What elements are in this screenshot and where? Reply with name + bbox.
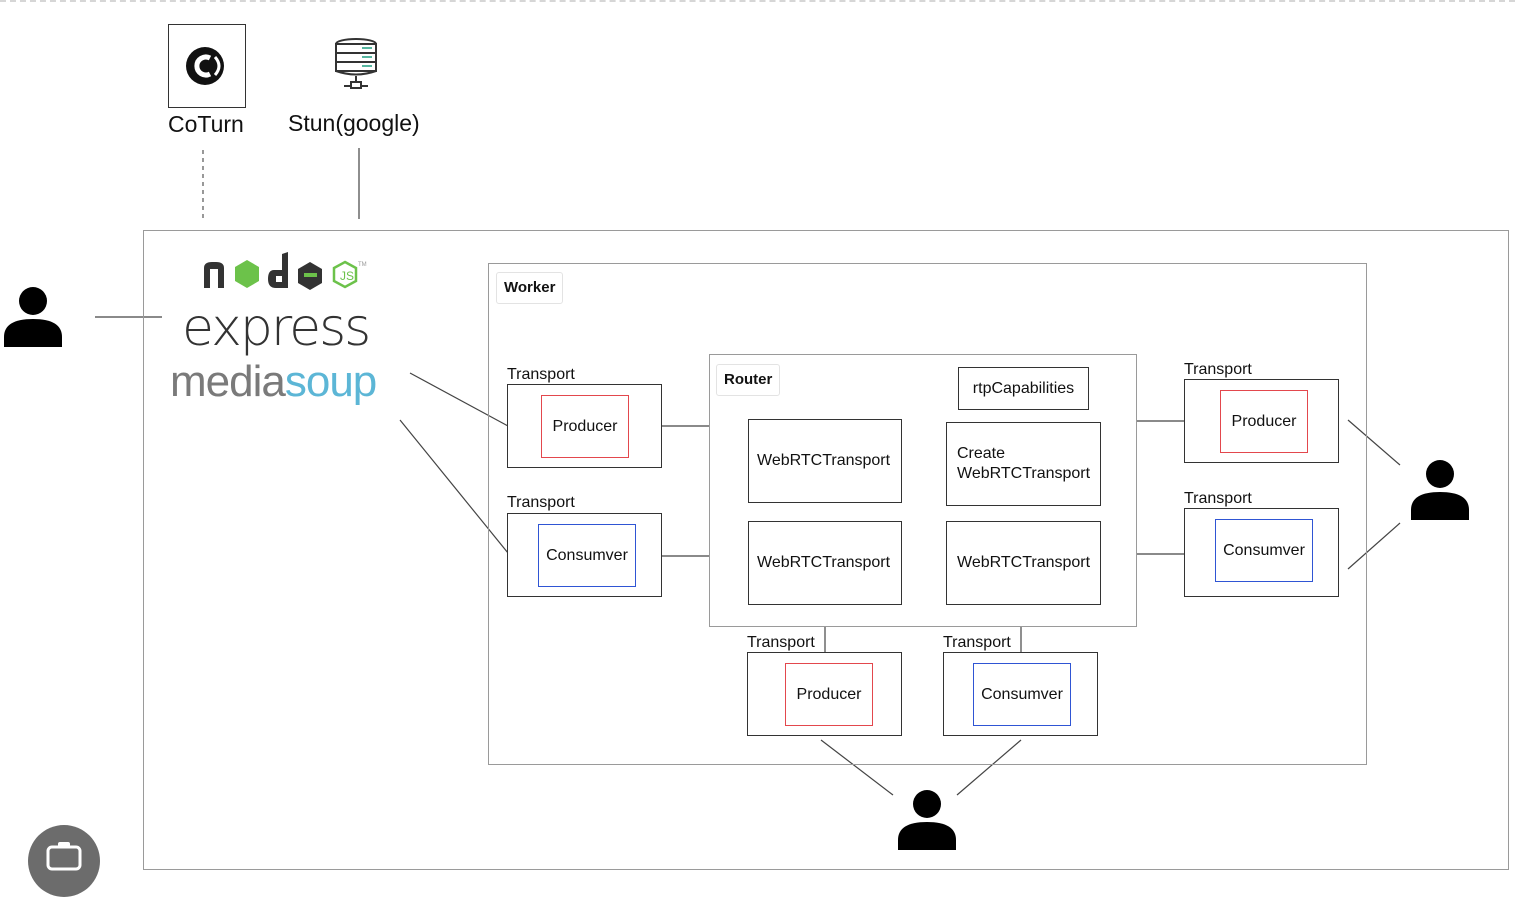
worker-label: Worker: [496, 272, 564, 304]
coturn-logo-icon: [186, 47, 224, 85]
server-consumer-link: [399, 419, 509, 554]
transport-box-bottom-left: Producer: [747, 652, 902, 736]
producer-box: Producer: [785, 663, 873, 726]
create-webrtc-transport-box: Create WebRTCTransport: [946, 422, 1101, 506]
transport-box-left-bottom: Consumver: [507, 513, 662, 597]
webrtc-transport-box: WebRTCTransport: [748, 521, 902, 605]
camera-button[interactable]: [28, 825, 100, 897]
producer-box: Producer: [541, 395, 629, 458]
camera-icon: [46, 842, 82, 871]
transport-label: Transport: [747, 634, 815, 651]
user-icon: [897, 788, 957, 852]
express-logo: express: [182, 298, 371, 358]
br-user-link: [956, 739, 1022, 796]
rb-user-link: [1347, 522, 1401, 570]
transport-label: Transport: [1184, 490, 1252, 507]
svg-text:JS: JS: [340, 269, 354, 283]
stun-label: Stun(google): [288, 110, 420, 136]
transport-label: Transport: [1184, 361, 1252, 378]
coturn-label: CoTurn: [168, 111, 244, 137]
webrtc-transport-box: WebRTCTransport: [946, 521, 1101, 605]
server-icon: [330, 36, 382, 92]
rtp-capabilities-box: rtpCapabilities: [958, 367, 1089, 410]
router-label: Router: [716, 364, 781, 396]
router-container: [709, 354, 1137, 627]
consumer-box: Consumver: [973, 663, 1071, 726]
mediasoup-logo: mediasoup: [170, 357, 377, 406]
user-icon: [1410, 458, 1470, 522]
transport-label: Transport: [507, 366, 575, 383]
connector-lines: [95, 148, 1401, 796]
transport-box-right-top: Producer: [1184, 379, 1339, 463]
user-icon: [3, 285, 63, 349]
consumer-box: Consumver: [1215, 519, 1313, 582]
rt-user-link: [1347, 419, 1401, 466]
svg-text:TM: TM: [358, 262, 367, 268]
webrtc-transport-box: WebRTCTransport: [748, 419, 902, 503]
transport-label: Transport: [507, 494, 575, 511]
top-dashed-border: [0, 0, 1515, 8]
server-producer-link: [409, 372, 509, 427]
producer-box: Producer: [1220, 390, 1308, 453]
transport-box-bottom-right: Consumver: [943, 652, 1098, 736]
coturn-box: [168, 24, 246, 108]
transport-box-right-bottom: Consumver: [1184, 508, 1339, 597]
transport-box-left-top: Producer: [507, 384, 662, 468]
worker-container: [488, 263, 1367, 765]
consumer-box: Consumver: [538, 524, 636, 587]
transport-label: Transport: [943, 634, 1011, 651]
node-logo-icon: JS TM: [200, 248, 370, 296]
bl-user-link: [820, 739, 894, 796]
